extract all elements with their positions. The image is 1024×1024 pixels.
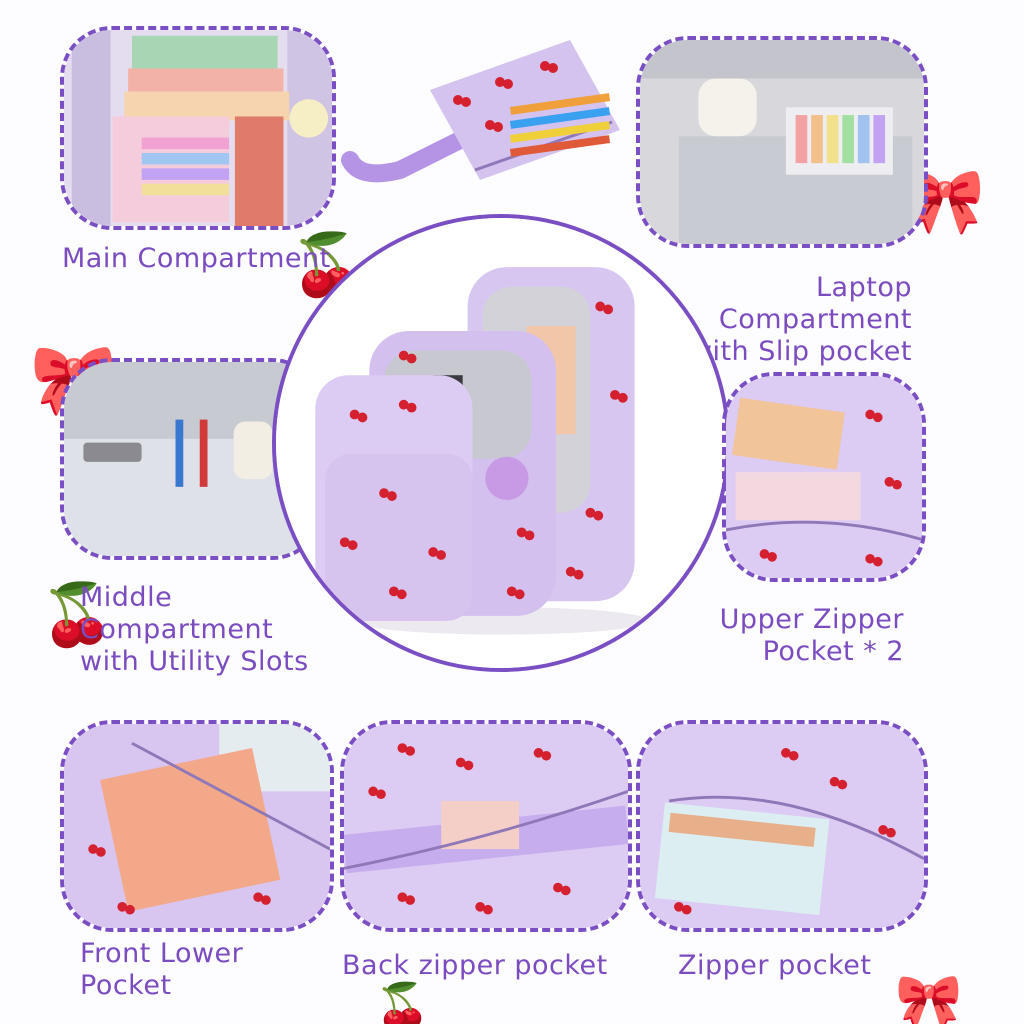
- cherry-icon: 🍒: [375, 981, 430, 1024]
- cherry-icon: 🍒: [40, 580, 115, 650]
- zipper-pocket-photo: [636, 720, 928, 932]
- back-zipper-pocket-photo: [340, 720, 632, 932]
- front-lower-pocket-photo: [60, 720, 334, 932]
- bow-icon: 🎀: [895, 970, 963, 1024]
- laptop-compartment-label: Laptop Compartment with Slip pocket: [689, 272, 912, 367]
- middle-compartment-label: Middle Compartment with Utility Slots: [80, 582, 309, 677]
- zipper-pocket-label: Zipper pocket: [678, 950, 872, 981]
- upper-zipper-pocket-label: Upper Zipper Pocket * 2: [719, 604, 904, 667]
- back-zipper-pocket-label: Back zipper pocket: [342, 950, 608, 981]
- laptop-compartment-photo: [636, 36, 928, 248]
- pencil-pouch-photo: [340, 30, 630, 190]
- front-lower-pocket-label: Front Lower Pocket: [80, 938, 244, 1001]
- main-compartment-photo: [60, 26, 336, 230]
- upper-zipper-pocket-photo: [722, 372, 926, 582]
- backpack-photo: [272, 214, 730, 672]
